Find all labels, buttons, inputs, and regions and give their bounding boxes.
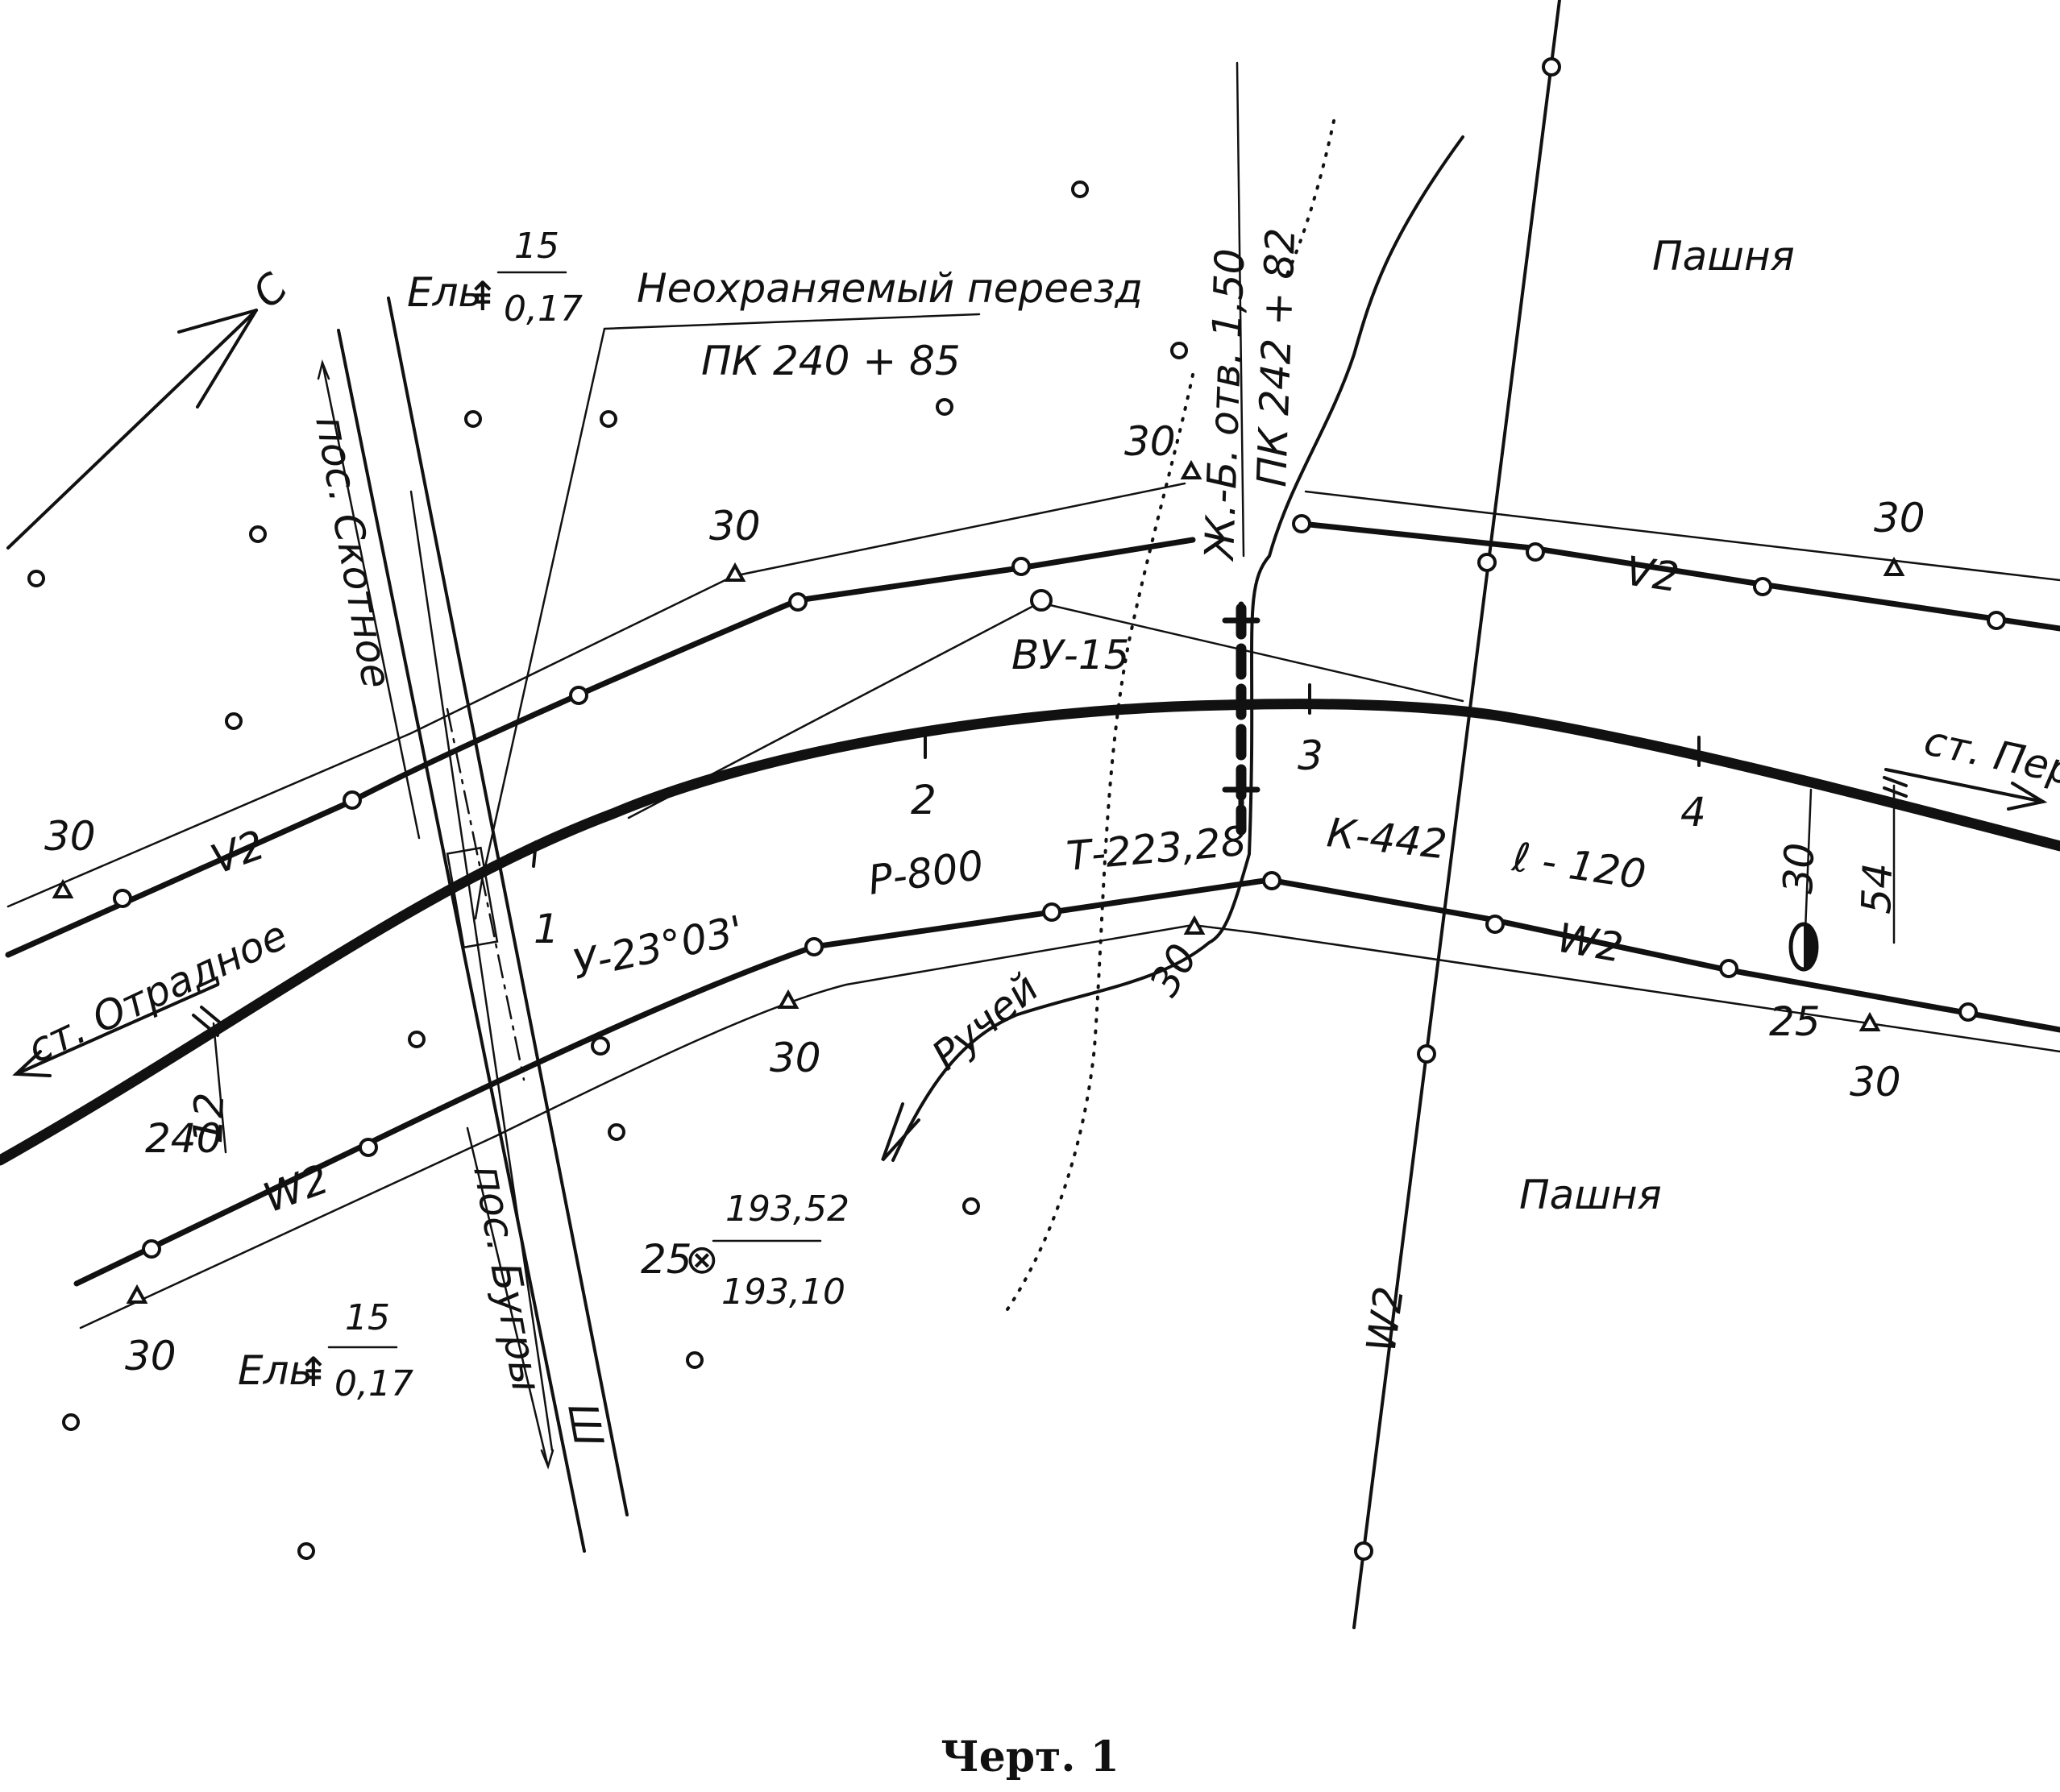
- transverse-pole-markers: [1354, 57, 1561, 1561]
- radius-label: Р-800: [866, 841, 986, 903]
- line-v2-clearance-right: [1304, 490, 2060, 582]
- fir-bottom-value-1: 15: [345, 1297, 390, 1338]
- picket-ticks: [532, 683, 1701, 868]
- stake-25-w2-right: 25: [1769, 998, 1821, 1045]
- triangle-markers: [52, 459, 1905, 1304]
- stream-label: Ручей: [923, 964, 1047, 1079]
- road-mark-label: Ш: [559, 1400, 612, 1450]
- vu-15-marker: [1030, 589, 1053, 612]
- fir-tree-bottom-icon: ⇞: [297, 1349, 330, 1396]
- road: [317, 297, 629, 1553]
- stake-30-v2-mid: 30: [709, 503, 761, 550]
- stake-30-w2-right: 30: [1850, 1059, 1901, 1105]
- v2-label-left: V2: [205, 821, 271, 883]
- point-markers: [27, 180, 1188, 1560]
- dotted-boundary-left: [1006, 373, 1194, 1311]
- line-v2-clearance-left: [6, 482, 1186, 908]
- culvert-pk-label: ПК 242 + 82: [1248, 227, 1304, 488]
- stake-30-v2-left: 30: [44, 813, 96, 860]
- w2-pole-markers: [142, 871, 1978, 1259]
- culvert-leader: [1236, 61, 1245, 558]
- station-right-label: ст. Пери: [1921, 717, 2060, 800]
- curve-label: К-442: [1325, 809, 1449, 868]
- benchmark-number: 25: [641, 1236, 692, 1283]
- tangent-label: Т-223,28: [1065, 818, 1248, 880]
- line-w2-left: [73, 877, 2060, 1287]
- km-240-label: 240: [145, 1115, 222, 1162]
- picket-2-label: 2: [911, 777, 937, 823]
- station-left-label: ст. Отрадное: [21, 911, 295, 1072]
- crossing-leader: [482, 313, 981, 876]
- track-end-arrow-left-icon: [12, 983, 219, 1077]
- figure-caption: Черт. 1: [941, 1732, 1119, 1782]
- half-filled-marker-icon: [1788, 922, 1819, 972]
- dotted-boundary-right: [1284, 119, 1335, 280]
- km-post-right-marker: [1883, 776, 1908, 944]
- field-label-bottom: Пашня: [1519, 1172, 1662, 1218]
- km-12-label: 12: [185, 1092, 233, 1145]
- road-south-label: пос. Бугры: [464, 1162, 550, 1396]
- v2-pole-markers: [113, 514, 2006, 908]
- v2-label-right: V2: [1622, 547, 1681, 601]
- line-w2-transverse: [1352, 0, 1561, 1629]
- benchmark-bottom: 193,10: [721, 1271, 845, 1313]
- field-label-top: Пашня: [1652, 233, 1795, 280]
- fir-top-value-2: 0,17: [504, 288, 583, 330]
- w2-label-right: W2: [1554, 915, 1626, 972]
- fir-tree-top-icon: ⇞: [466, 273, 500, 320]
- benchmark-top: 193,52: [725, 1188, 849, 1230]
- stream-arrow-icon: [881, 1102, 920, 1162]
- vu-15-label: ВУ-15: [1011, 632, 1129, 678]
- line-w2-clearance: [79, 923, 2060, 1329]
- stake-30-v2-right: 30: [1874, 495, 1925, 541]
- stake-30-right-line: [1804, 788, 1813, 932]
- north-label: С: [243, 264, 297, 317]
- fir-bottom-value-2: 0,17: [334, 1363, 413, 1404]
- north-arrow-icon: [6, 309, 258, 550]
- benchmark-icon: ⊗: [685, 1236, 719, 1283]
- main-track: [0, 699, 2060, 1166]
- line-v2-left: [5, 537, 1196, 958]
- stake-30-w2-upper: 30: [1140, 936, 1207, 1004]
- angle-label: У-23°03': [568, 906, 747, 988]
- line-v2-right: [1298, 521, 2060, 632]
- fir-label-top: Ель: [407, 269, 482, 316]
- fir-top-value-1: 15: [514, 226, 559, 267]
- picket-3-label: 3: [1298, 732, 1323, 779]
- stake-30-w2-mid: 30: [770, 1035, 821, 1081]
- crossing-pk: ПК 240 + 85: [701, 338, 961, 384]
- km-post-left-marker: [192, 1006, 227, 1154]
- picket-1-label: 1: [534, 906, 559, 952]
- transition-label: ℓ - 120: [1509, 833, 1648, 898]
- fir-label-bottom: Ель: [238, 1347, 313, 1394]
- km-54-label: 54: [1853, 862, 1901, 915]
- track-end-arrow-right-icon: [1884, 768, 2048, 811]
- w2-transverse-label: W2: [1357, 1284, 1413, 1355]
- stream: [891, 135, 1464, 1162]
- stake-30-v2-upper: 30: [1124, 418, 1176, 465]
- stake-30-right-label: 30: [1775, 842, 1823, 895]
- culvert-label: Ж.-Б. отв. 1,50: [1196, 247, 1254, 562]
- crossing-title: Неохраняемый переезд: [637, 265, 1143, 312]
- picket-4-label: 4: [1680, 789, 1706, 836]
- road-north-label: пос. Скотное: [306, 413, 400, 691]
- stake-30-w2-left: 30: [125, 1333, 177, 1379]
